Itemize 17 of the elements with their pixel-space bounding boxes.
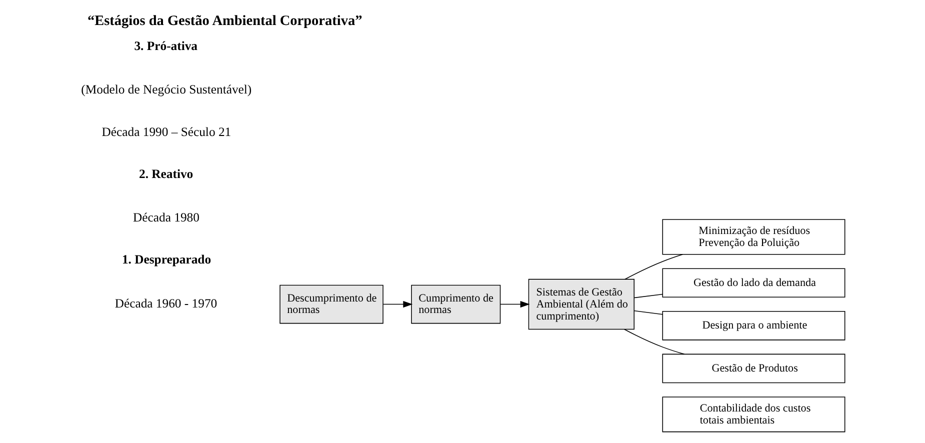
label: Década 1960 - 1970 [114, 296, 217, 310]
diagram-title: “Estágios da Gestão Ambiental Corporativa” [87, 12, 362, 29]
arrow [382, 300, 412, 308]
label: 3. Pró-ativa [134, 38, 198, 53]
label: Década 1980 [132, 210, 199, 225]
node-box: Contabilidade dos custos totais ambientais [662, 396, 845, 432]
label: 1. Despreparado [121, 252, 211, 267]
node-box: Gestão de Produtos [662, 354, 845, 384]
node-box: Design para o ambiente [662, 311, 845, 340]
label: (Modelo de Negócio Sustentável) [80, 82, 252, 96]
node-box: Minimização de resíduos Prevenção da Poluição [662, 219, 845, 255]
connector [633, 294, 662, 298]
label: Década 1990 – Século 21 [101, 125, 231, 140]
connector [633, 310, 662, 315]
node-box: Gestão do lado da demanda [662, 268, 845, 298]
label: 2. Reativo [138, 167, 193, 182]
arrow [499, 300, 530, 308]
